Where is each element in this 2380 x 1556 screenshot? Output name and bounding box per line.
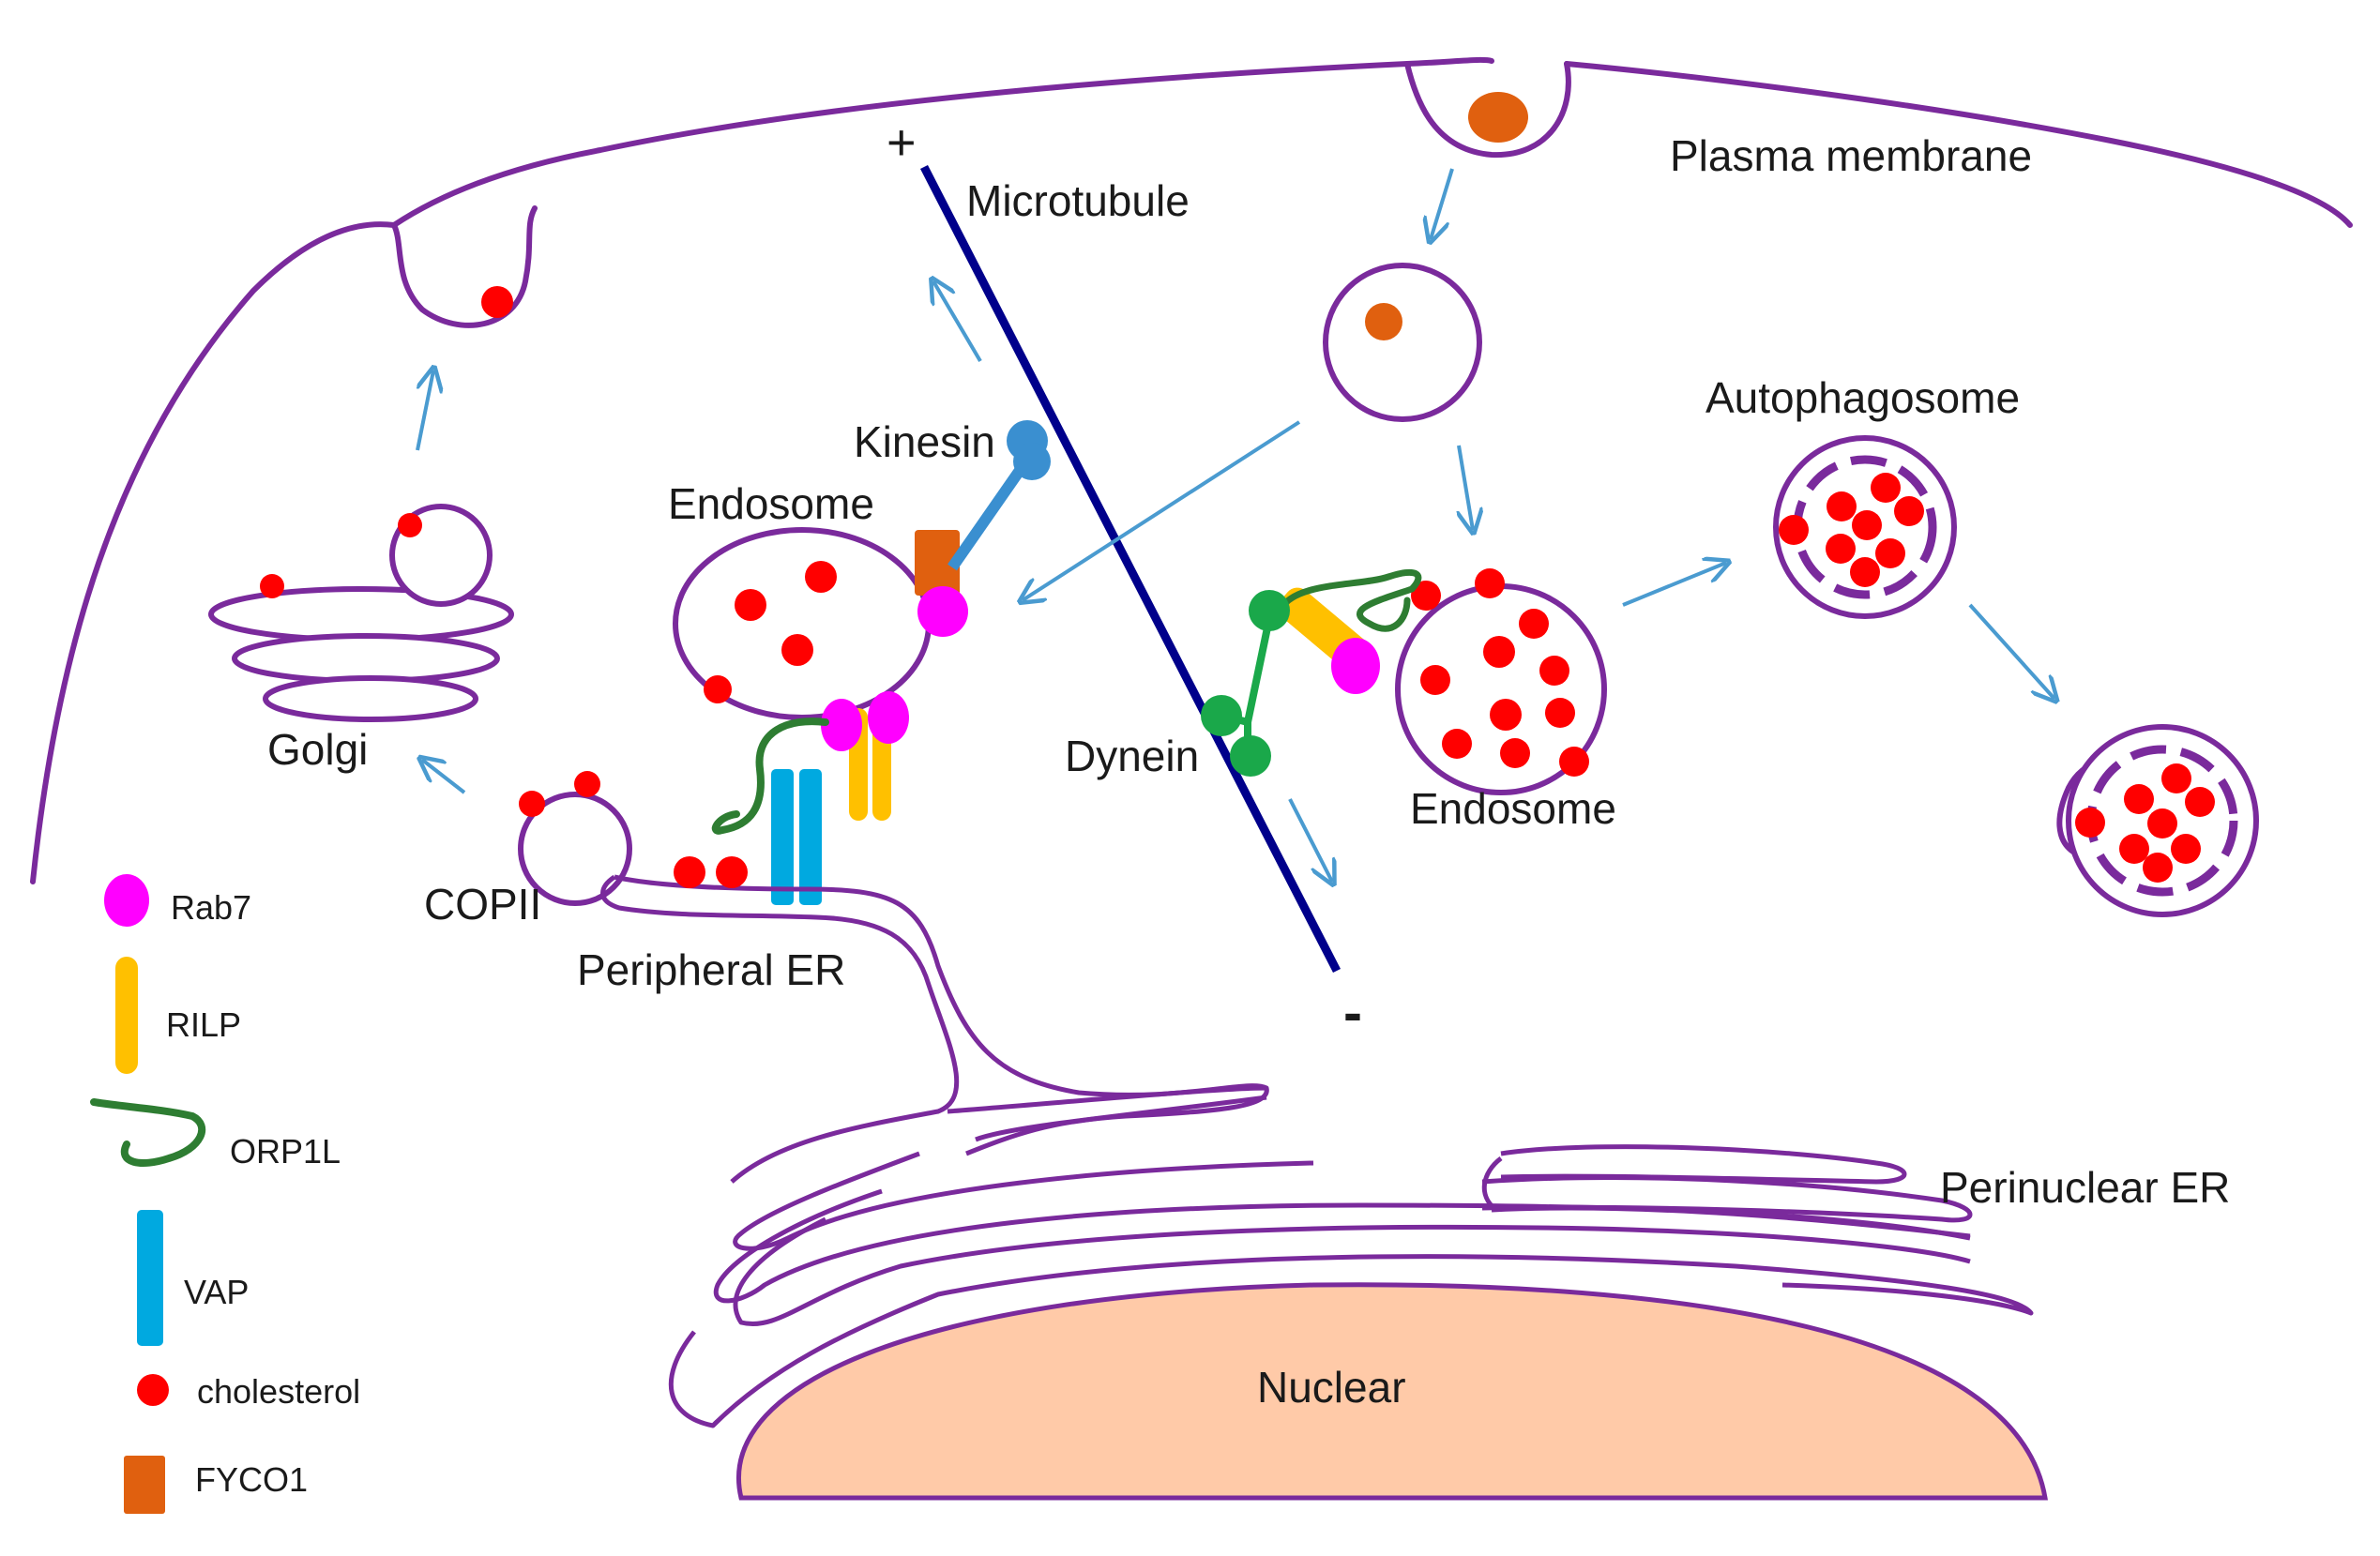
copii-label: COPII xyxy=(424,880,541,929)
dynein-label: Dynein xyxy=(1065,732,1199,780)
legend-item-orp1l: ORP1L xyxy=(90,1098,341,1171)
endosome-left-label: Endosome xyxy=(668,479,874,528)
legend-label: cholesterol xyxy=(197,1372,360,1411)
plasma-membrane-label: Plasma membrane xyxy=(1670,131,2032,180)
legend-label: RILP xyxy=(166,1005,241,1044)
plus-end-label: + xyxy=(887,114,917,171)
nucleus xyxy=(736,1282,2048,1501)
peripheral-er-label: Peripheral ER xyxy=(577,945,845,994)
legend-item-vap: VAP xyxy=(137,1210,249,1346)
vap-icon xyxy=(137,1210,163,1346)
plasma-membrane xyxy=(30,56,2353,884)
rab7-protein xyxy=(1331,638,1380,694)
legend-label: FYCO1 xyxy=(195,1460,308,1499)
kinesin-head xyxy=(1013,443,1051,480)
microtubule-label: Microtubule xyxy=(966,176,1190,225)
nuclear-label: Nuclear xyxy=(1257,1363,1406,1412)
cholesterol-dot xyxy=(574,771,600,797)
cholesterol-icon xyxy=(137,1374,169,1406)
microtubule xyxy=(919,164,1342,974)
minus-end-label: - xyxy=(1343,981,1362,1044)
ldl-cargo xyxy=(1365,303,1402,340)
cholesterol-dot xyxy=(519,791,545,817)
dynein-head xyxy=(1201,695,1242,736)
endosome-left xyxy=(673,527,932,720)
legend-label: ORP1L xyxy=(230,1132,341,1171)
orp1l-protein xyxy=(711,718,829,835)
rab7-protein xyxy=(868,691,909,744)
perinuclear-er xyxy=(668,1085,2034,1428)
transport-arrows xyxy=(417,168,2054,882)
legend: Rab7 RILP ORP1L VAP cholesterol FYCO1 xyxy=(90,874,360,1514)
legend-item-cholesterol: cholesterol xyxy=(137,1372,360,1411)
autolysosome xyxy=(2056,724,2259,917)
legend-item-rilp: RILP xyxy=(115,957,241,1074)
autophagosome-label: Autophagosome xyxy=(1705,373,2020,422)
peripheral-er xyxy=(600,874,1269,1184)
orp1l-icon xyxy=(90,1098,206,1167)
fyco1-protein xyxy=(915,530,960,596)
legend-label: VAP xyxy=(184,1273,249,1311)
dynein-head xyxy=(1230,735,1271,777)
legend-label: Rab7 xyxy=(171,888,251,927)
cholesterol-dot xyxy=(674,856,705,888)
kinesin-stalk xyxy=(947,456,1032,571)
endosome-right xyxy=(1395,568,1607,795)
rab7-protein xyxy=(821,699,862,751)
rab7-icon xyxy=(104,874,149,927)
golgi xyxy=(208,504,514,722)
early-vesicle xyxy=(1323,263,1482,422)
legend-item-fyco1: FYCO1 xyxy=(124,1456,308,1514)
cholesterol-dot xyxy=(481,286,513,318)
rab7-protein xyxy=(917,586,968,637)
copii-vesicle xyxy=(518,792,632,906)
orp1l-protein xyxy=(1277,568,1422,632)
ldl-cargo xyxy=(1468,92,1528,143)
cholesterol-dot xyxy=(716,856,748,888)
perinuclear-er-label: Perinuclear ER xyxy=(1940,1163,2230,1212)
rilp-icon xyxy=(115,957,138,1074)
fyco1-icon xyxy=(124,1456,165,1514)
golgi-label: Golgi xyxy=(267,725,368,774)
legend-item-rab7: Rab7 xyxy=(104,874,251,927)
vap-protein xyxy=(771,769,794,905)
vap-protein xyxy=(799,769,822,905)
autophagosome xyxy=(1773,435,1957,619)
dynein-head xyxy=(1249,590,1290,631)
kinesin-label: Kinesin xyxy=(854,417,995,466)
endosome-right-label: Endosome xyxy=(1410,784,1616,833)
